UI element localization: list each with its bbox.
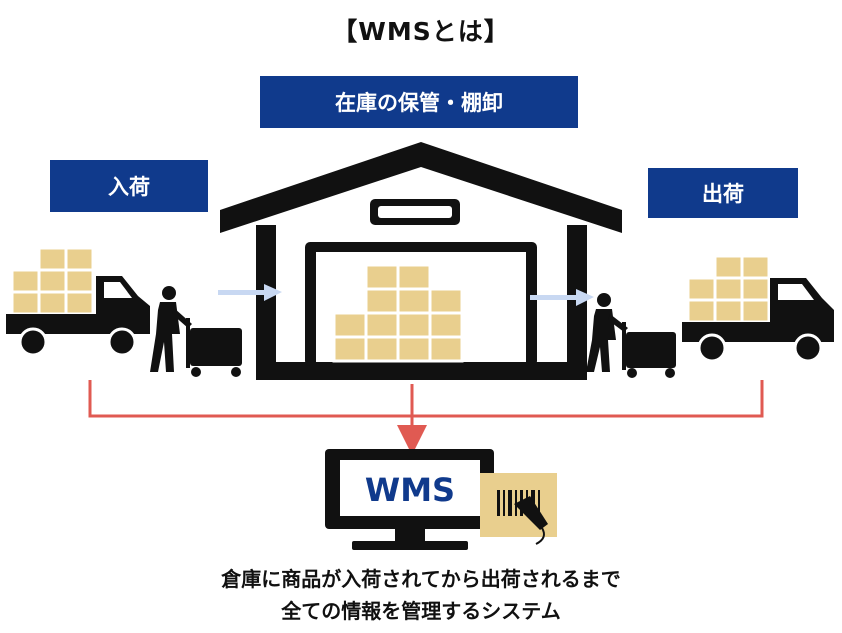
outbound-label: 出荷 [648, 168, 798, 218]
inbound-flow-arrow [218, 284, 282, 301]
outbound-flow-arrow [530, 289, 594, 306]
caption-line-1: 倉庫に商品が入荷されてから出荷されるまで [221, 567, 621, 591]
outbound-worker-cart-icon [586, 293, 676, 378]
barcode-scanner-icon [480, 473, 557, 545]
inbound-truck-icon [6, 246, 150, 357]
page-title: 【WMSとは】 [332, 17, 510, 46]
warehouse-boxes [332, 263, 464, 363]
caption-line-2: 全ての情報を管理するシステム [281, 599, 561, 623]
wms-connector-lines [88, 380, 764, 455]
monitor-icon: WMS [325, 449, 494, 550]
storage-label: 在庫の保管・棚卸 [260, 76, 578, 128]
inbound-worker-cart-icon [150, 286, 242, 377]
warehouse-icon [220, 142, 622, 380]
monitor-wms-text: WMS [365, 471, 455, 509]
inbound-label: 入荷 [50, 160, 208, 212]
outbound-truck-icon [682, 254, 834, 363]
